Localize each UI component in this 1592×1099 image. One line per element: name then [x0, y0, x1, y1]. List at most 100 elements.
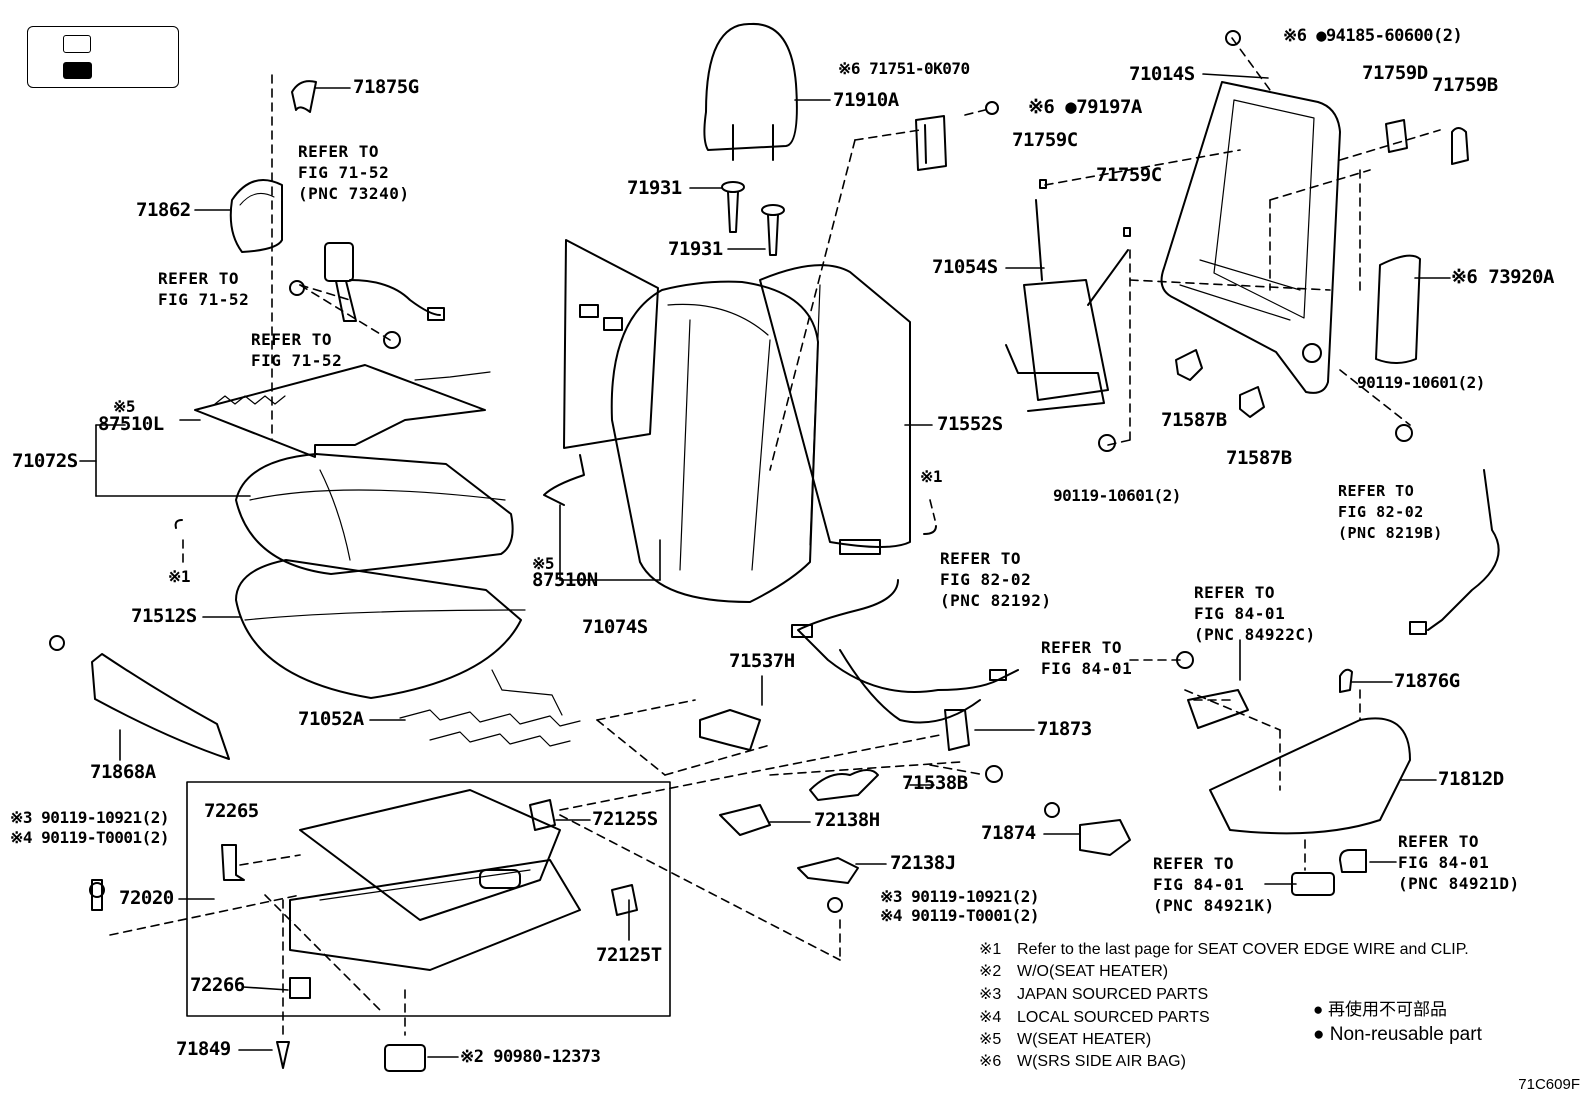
label-71759C-left[interactable]: 71759C — [1012, 129, 1078, 151]
label-left-bolt-local[interactable]: ※4 90119-T0001(2) — [10, 828, 170, 847]
label-71931-lower[interactable]: 71931 — [668, 238, 723, 260]
part-71862-shape — [229, 179, 283, 253]
switch-84922C-shape — [1187, 689, 1249, 729]
bracket-72266-shape — [289, 977, 311, 999]
dashed-lines — [109, 37, 1441, 1041]
label-71052A[interactable]: 71052A — [298, 708, 364, 730]
label-71874[interactable]: 71874 — [981, 822, 1036, 844]
seatback-cover-71074S-shape — [610, 280, 819, 603]
label-71910A[interactable]: 71910A — [833, 89, 899, 111]
label-71074S[interactable]: 71074S — [582, 616, 648, 638]
clip-shapes — [49, 30, 1413, 913]
label-71537H[interactable]: 71537H — [729, 650, 795, 672]
bracket-71537H-shape — [699, 709, 761, 751]
seat-track-72020-shape — [289, 789, 581, 971]
clip-71587B-shapes — [1175, 349, 1265, 418]
bullet-icon: ● — [1313, 1000, 1324, 1019]
label-90980-12373[interactable]: ※2 90980-12373 — [460, 1047, 601, 1067]
label-71587B-left[interactable]: 71587B — [1161, 409, 1227, 431]
seatback-frame-71014S — [1160, 81, 1341, 394]
color-legend-box — [27, 26, 179, 88]
seat-cover-71072S-shape — [235, 453, 514, 575]
ref-fig-71-52-b[interactable]: REFER TO FIG 71-52 — [251, 330, 343, 370]
label-71862[interactable]: 71862 — [136, 199, 191, 221]
ref-fig-84-01-pnc-84921d[interactable]: REFER TO FIG 84-01 (PNC 84921D) — [1398, 832, 1520, 893]
label-87510N[interactable]: 87510N — [532, 569, 598, 591]
seat-cushion-71512S-shape — [235, 559, 526, 699]
lumbar-71054S-shape — [1005, 179, 1131, 412]
label-71587B-right[interactable]: 71587B — [1226, 447, 1292, 469]
label-72138J[interactable]: 72138J — [890, 852, 956, 874]
label-71759B[interactable]: 71759B — [1432, 74, 1498, 96]
label-71759D[interactable]: 71759D — [1362, 62, 1428, 84]
label-mark1-right: ※1 — [920, 467, 943, 486]
seatbelt-buckle-shape — [324, 242, 445, 322]
bracket-71873-shape — [944, 709, 970, 751]
shield-71868A-shape — [91, 653, 230, 760]
motor-shapes-72125 — [529, 799, 638, 916]
label-72125S[interactable]: 72125S — [592, 808, 658, 830]
label-79197A[interactable]: ※6 ●79197A — [1028, 96, 1142, 118]
label-90119-10601-right[interactable]: 90119-10601(2) — [1357, 373, 1485, 392]
label-71751-0K070[interactable]: ※6 71751-0K070 — [838, 59, 970, 78]
legend-white-swatch — [63, 35, 91, 53]
label-90119-10601-mid[interactable]: 90119-10601(2) — [1053, 486, 1181, 505]
label-71014S[interactable]: 71014S — [1129, 63, 1195, 85]
bullet-icon: ● — [1313, 1024, 1325, 1045]
bracket-72265-shape — [221, 844, 245, 881]
label-72020[interactable]: 72020 — [119, 887, 174, 909]
label-71759C-right[interactable]: 71759C — [1096, 164, 1162, 186]
label-mid-bolt-japan[interactable]: ※3 90119-10921(2) — [880, 887, 1040, 906]
seatback-pad-87510N-shape — [543, 239, 659, 506]
ref-fig-82-02-pnc-8219b[interactable]: REFER TO FIG 82-02 (PNC 8219B) — [1338, 482, 1443, 542]
label-94185-60600[interactable]: ※6 ●94185-60600(2) — [1283, 26, 1463, 46]
label-71072S[interactable]: 71072S — [12, 450, 78, 472]
label-71849[interactable]: 71849 — [176, 1038, 231, 1060]
label-71931-upper[interactable]: 71931 — [627, 177, 682, 199]
ref-fig-82-02-pnc-82192[interactable]: REFER TO FIG 82-02 (PNC 82192) — [940, 549, 1052, 610]
label-71868A[interactable]: 71868A — [90, 761, 156, 783]
headrest-support-shapes — [1385, 119, 1469, 165]
label-71552S[interactable]: 71552S — [937, 413, 1003, 435]
cover-72138H-shape — [719, 804, 771, 836]
label-left-bolt-japan[interactable]: ※3 90119-10921(2) — [10, 808, 170, 827]
label-71054S[interactable]: 71054S — [932, 256, 998, 278]
headrest-guide-shapes — [721, 181, 785, 256]
figure-code: 71C609F — [1518, 1076, 1580, 1093]
label-71873[interactable]: 71873 — [1037, 718, 1092, 740]
label-87510L-mark: ※5 — [113, 397, 136, 416]
label-71876G[interactable]: 71876G — [1394, 670, 1460, 692]
seatback-pad-71552S-shape — [759, 264, 911, 555]
bolt-shapes — [91, 879, 426, 1072]
bracket-71874-shape — [1079, 819, 1131, 856]
ref-fig-71-52-pnc-73240[interactable]: REFER TO FIG 71-52 (PNC 73240) — [298, 142, 410, 203]
label-72265[interactable]: 72265 — [204, 800, 259, 822]
ref-fig-84-01-pnc-84921k[interactable]: REFER TO FIG 84-01 (PNC 84921K) — [1153, 854, 1275, 915]
legend-nonreusable-jp: ● 再使用不可部品 — [1313, 1000, 1448, 1019]
airbag-bracket-71751 — [915, 115, 947, 171]
ref-fig-84-01[interactable]: REFER TO FIG 84-01 — [1041, 638, 1133, 678]
ref-fig-71-52-a[interactable]: REFER TO FIG 71-52 — [158, 269, 250, 309]
label-71512S[interactable]: 71512S — [131, 605, 197, 627]
label-mid-bolt-local[interactable]: ※4 90119-T0001(2) — [880, 906, 1040, 925]
label-71875G[interactable]: 71875G — [353, 76, 419, 98]
knob-shapes — [1291, 849, 1367, 896]
label-71538B[interactable]: 71538B — [902, 772, 968, 794]
ref-fig-84-01-pnc-84922c[interactable]: REFER TO FIG 84-01 (PNC 84922C) — [1194, 583, 1316, 644]
seat-track-group-frame — [186, 781, 671, 1017]
heater-mat-87510L-shape — [194, 364, 491, 458]
cover-71538B-shape — [809, 769, 879, 801]
label-87510L[interactable]: 87510L — [98, 413, 164, 435]
wiring-harness-shape — [791, 469, 1500, 724]
label-72125T[interactable]: 72125T — [596, 944, 662, 966]
label-72138H[interactable]: 72138H — [814, 809, 880, 831]
label-73920A[interactable]: ※6 73920A — [1451, 266, 1554, 288]
label-71812D[interactable]: 71812D — [1438, 768, 1504, 790]
label-72266[interactable]: 72266 — [190, 974, 245, 996]
legend-nonreusable-en: ● Non-reusable part — [1313, 1024, 1482, 1045]
